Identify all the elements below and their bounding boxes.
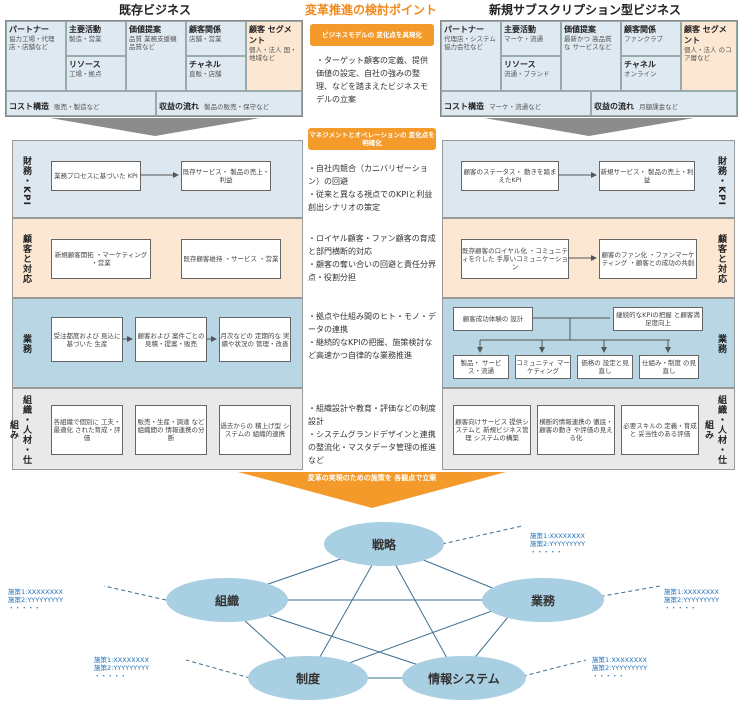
band-right-operations: 業務 顧客成功体験の 設計 継続的なKPIの把握 と顧客満足度向上 製品・ サー…: [442, 298, 735, 388]
band-right-customer: 顧客と対応 既存顧客のロイヤル化 ・コミュニティを介した 手厚いコミュニケーショ…: [442, 218, 735, 298]
mid-text-organization: ・組織設計や教育・評価などの制度設計 ・システムグランドデザインと連携の整流化・…: [308, 404, 436, 465]
mid-text-customer: ・ロイヤル顧客・ファン顧客の育成と部門横断的対応 ・顧客の奪い合いの回避と責任分…: [308, 234, 436, 282]
box-left-org1: 各組織で個別に 工夫・最適化 された育成・評価: [51, 405, 123, 455]
tag-management-operation-change: マネジメントとオペレーションの 変化点を明確化: [308, 128, 436, 150]
canvas-cell-cost: コスト構造 販売・製造など: [6, 91, 156, 116]
band-left-operations: 業務 受注都度および 見込に基づいた 生産 顧客および 案件ごとの 見積・提案・…: [12, 298, 303, 388]
orange-down-arrow: [238, 472, 506, 508]
box-left-cus1: 新規顧客開拓 ・マーケティング ・営業: [51, 239, 151, 279]
canvas-cell-relation: 顧客関係 ファンクラブ: [621, 21, 681, 56]
box-right-org3: 必要スキルの 定義・育成と 妥当性のある評価: [621, 405, 699, 455]
box-right-fin2: 新規サービス・ 製品の売上・利益: [599, 161, 695, 191]
band-left-finance: 財務・KPI 業務プロセスに基づいた KPI 既存サービス・ 製品の売上・利益: [12, 140, 303, 218]
node-information-system: 情報システム: [402, 656, 526, 700]
canvas-cell-partner: パートナー 代理店・システム協力会社など: [441, 21, 501, 91]
box-right-fin1: 顧客のステータス・ 動きを踏まえたKPI: [461, 161, 559, 191]
canvas-cell-value: 価値提案 最新かつ 高品質な サービスなど: [561, 21, 621, 91]
down-arrow-right: [484, 118, 694, 136]
band-right-finance: 財務・KPI 顧客のステータス・ 動きを踏まえたKPI 新規サービス・ 製品の売…: [442, 140, 735, 218]
box-left-ope1: 受注都度および 見込に基づいた 生産: [51, 317, 123, 362]
box-left-org3: 過去からの 積上げ型 システムの 組織的連携: [219, 405, 291, 455]
mid-text-finance: ・自社内競合（カニバリゼーション）の回避 ・従来と異なる視点でのKPIと利益創出…: [308, 164, 433, 212]
header-new-subscription-business: 新規サブスクリプション型ビジネス: [488, 3, 681, 17]
mid-text-top: ・ターゲット顧客の定義、提供価値の設定、自社の強みの整理、などを踏まえたビジネス…: [316, 56, 428, 104]
down-arrow-left: [50, 118, 260, 136]
box-right-org2: 横断的情報連携の 徹底・顧客の動き や評価の見える化: [537, 405, 615, 455]
node-organization: 組織: [166, 578, 288, 622]
canvas-cell-activity: 主要活動 製造・営業: [66, 21, 126, 56]
canvas-cell-revenue: 収益の流れ 製品の販売・保守など: [156, 91, 302, 116]
band-right-organization: 組織・人材・仕組み 顧客向けサービス 提供システムと 新規ビジネス管理 システム…: [442, 388, 735, 470]
box-right-ope6: 仕組み・制度 の見直し: [639, 355, 699, 379]
canvas-cell-relation: 顧客関係 店舗・営業: [186, 21, 246, 56]
canvas-cell-segment: 顧客 セグメント 個人・法人 国・地域など: [246, 21, 302, 91]
mid-text-operations: ・拠点や仕組み間のヒト・モノ・データの連携 ・継続的なKPIの把握、施策検討など…: [308, 312, 436, 360]
box-right-ope1: 顧客成功体験の 設計: [453, 307, 533, 331]
note-system: 施策1:XXXXXXXX 施策2:YYYYYYYYY ・・・・・: [94, 656, 150, 680]
box-right-ope5: 価格の 設定と見直し: [577, 355, 633, 379]
node-operations: 業務: [482, 578, 604, 622]
business-model-canvas-new: パートナー 代理店・システム協力会社など 主要活動 マーケ・流通 リソース 流通…: [440, 20, 738, 117]
canvas-cell-value: 価値提案 品質 業務支援機 品質など: [126, 21, 186, 91]
canvas-cell-resource: リソース 流通・ブランド: [501, 56, 561, 91]
box-right-ope4: コミュニティ マーケティング: [515, 355, 571, 379]
note-strategy: 施策1:XXXXXXXX 施策2:YYYYYYYYY ・・・・・: [530, 532, 586, 556]
tag-implementation-measures: 変革の実現のための施策を 各観点で立案: [307, 474, 437, 482]
canvas-cell-partner: パートナー 協力工場・代理店・店舗など: [6, 21, 66, 91]
box-left-ope3: 月次などの 定期的な 実績や状況の 管理・改善: [219, 317, 291, 362]
canvas-cell-cost: コスト構造 マーケ・流通など: [441, 91, 591, 116]
canvas-cell-activity: 主要活動 マーケ・流通: [501, 21, 561, 56]
band-left-customer: 顧客と対応 新規顧客開拓 ・マーケティング ・営業 既存顧客維持 ・サービス ・…: [12, 218, 303, 298]
canvas-cell-resource: リソース 工場・拠点: [66, 56, 126, 91]
tag-business-model-change: ビジネスモデルの 変化点を具現化: [310, 24, 434, 46]
box-right-ope3: 製品・ サービス・流通: [453, 355, 509, 379]
node-strategy: 戦略: [324, 522, 444, 566]
header-transformation-points: 変革推進の検討ポイント: [304, 3, 437, 17]
box-left-org2: 販売・生産・調達 など組織間の 情報連携の分断: [135, 405, 207, 455]
canvas-cell-segment: 顧客 セグメント 個人・法人 のコア層など: [681, 21, 737, 91]
canvas-cell-channel: チャネル 直販・店舗: [186, 56, 246, 91]
box-right-cus2: 顧客のファン化 ・ファンマーケティング ・顧客との成功の共創: [599, 239, 697, 279]
note-operations: 施策1:XXXXXXXX 施策2:YYYYYYYYY ・・・・・: [664, 588, 720, 612]
business-model-canvas-existing: パートナー 協力工場・代理店・店舗など 主要活動 製造・営業 リソース 工場・拠…: [5, 20, 303, 117]
box-right-ope2: 継続的なKPIの把握 と顧客満足度向上: [613, 307, 703, 331]
box-left-fin2: 既存サービス・ 製品の売上・利益: [181, 161, 271, 191]
box-left-fin1: 業務プロセスに基づいた KPI: [51, 161, 141, 191]
header-existing-business: 既存ビジネス: [118, 3, 191, 17]
box-right-cus1: 既存顧客のロイヤル化 ・コミュニティを介した 手厚いコミュニケーション: [461, 239, 569, 279]
band-left-organization: 組織・人材・仕組み 各組織で個別に 工夫・最適化 された育成・評価 販売・生産・…: [8, 388, 303, 470]
canvas-cell-revenue: 収益の流れ 月額課金など: [591, 91, 737, 116]
note-information-system: 施策1:XXXXXXXX 施策2:YYYYYYYYY ・・・・・: [592, 656, 648, 680]
box-right-org1: 顧客向けサービス 提供システムと 新規ビジネス管理 システムの構築: [453, 405, 531, 455]
note-organization: 施策1:XXXXXXXX 施策2:YYYYYYYYY ・・・・・: [8, 588, 64, 612]
box-left-cus2: 既存顧客維持 ・サービス ・営業: [181, 239, 281, 279]
canvas-cell-channel: チャネル オンライン: [621, 56, 681, 91]
node-system: 制度: [248, 656, 368, 700]
box-left-ope2: 顧客および 案件ごとの 見積・提案・販売: [135, 317, 207, 362]
